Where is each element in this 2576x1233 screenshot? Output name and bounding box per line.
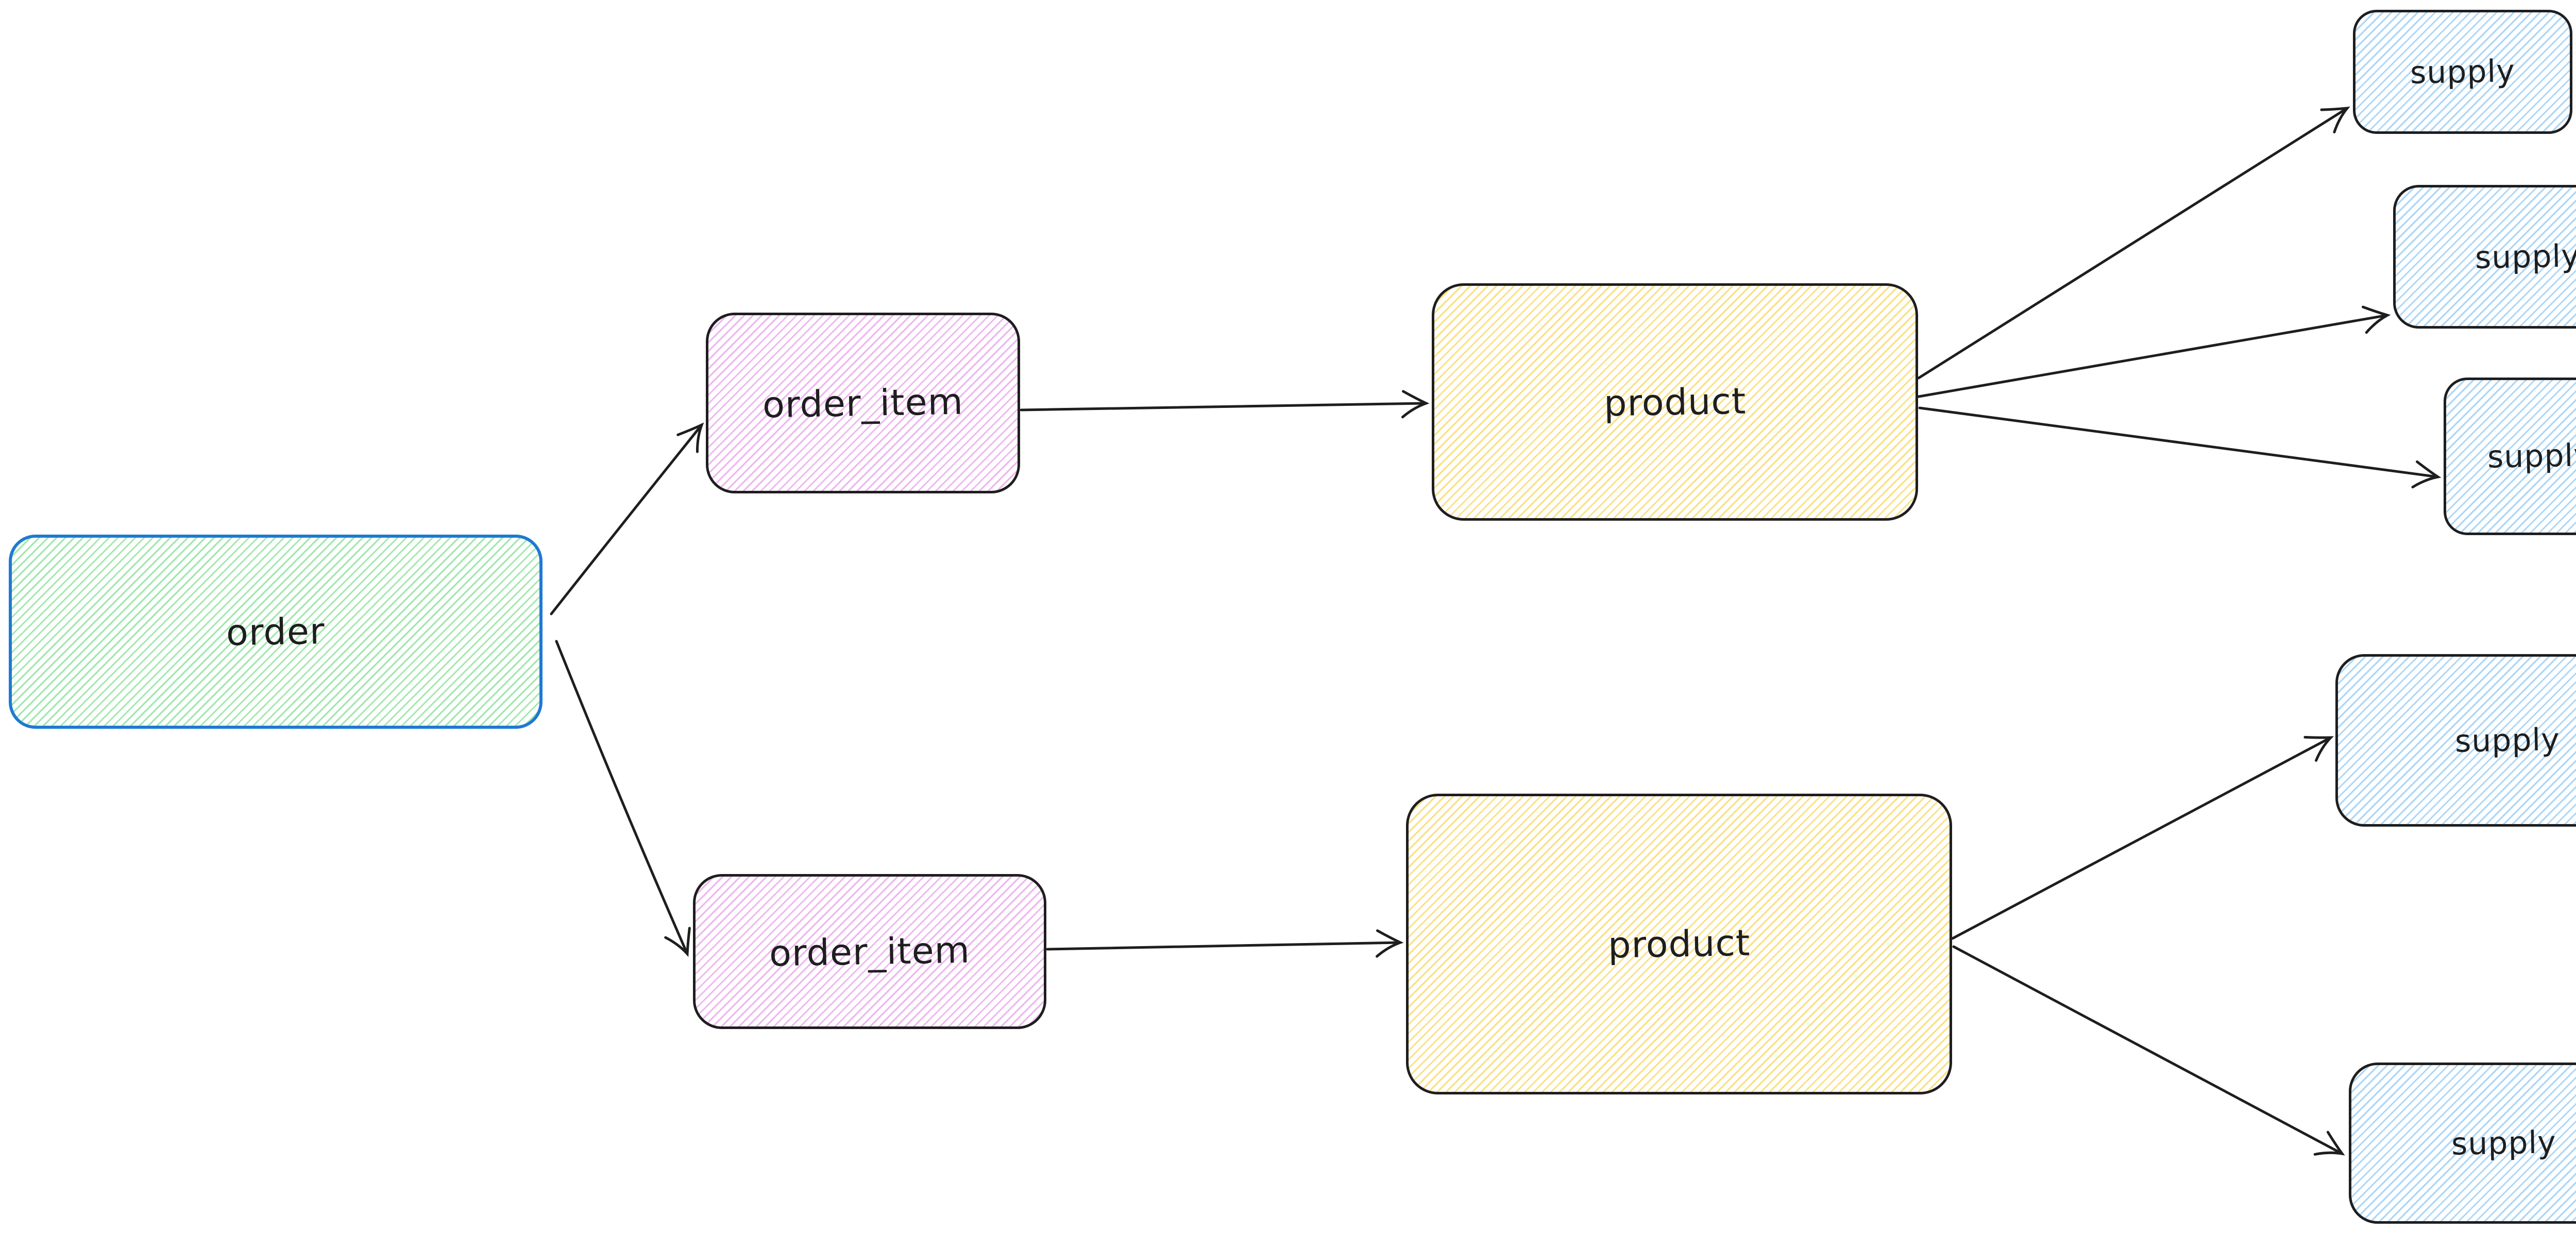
node-order-item-top[interactable]: order_item (706, 313, 1020, 493)
edge-product-bottom-to-supply-5[interactable] (1952, 945, 2345, 1156)
edge-order-to-order-item-bottom[interactable] (555, 640, 691, 957)
node-supply-5[interactable]: supply (2349, 1063, 2576, 1224)
edge-order-item-bottom-to-product-bottom[interactable] (1046, 929, 1404, 958)
edge-order-item-top-to-product-top[interactable] (1020, 390, 1430, 419)
node-product-bottom[interactable]: product (1406, 794, 1952, 1094)
node-supply-2[interactable]: supply (2393, 185, 2576, 329)
node-product-top[interactable]: product (1432, 283, 1918, 521)
node-order[interactable]: order (9, 535, 543, 729)
edge-product-bottom-to-supply-4[interactable] (1951, 735, 2334, 940)
edge-product-top-to-supply-2[interactable] (1917, 305, 2391, 398)
node-order-item-bottom[interactable]: order_item (693, 874, 1046, 1029)
node-supply-4[interactable]: supply (2335, 654, 2576, 827)
edge-product-top-to-supply-1[interactable] (1917, 106, 2350, 380)
node-supply-1[interactable]: supply (2353, 10, 2572, 134)
edge-order-to-order-item-top[interactable] (550, 422, 704, 615)
node-supply-3[interactable]: supply (2444, 378, 2576, 535)
edge-product-top-to-supply-3[interactable] (1918, 406, 2442, 489)
